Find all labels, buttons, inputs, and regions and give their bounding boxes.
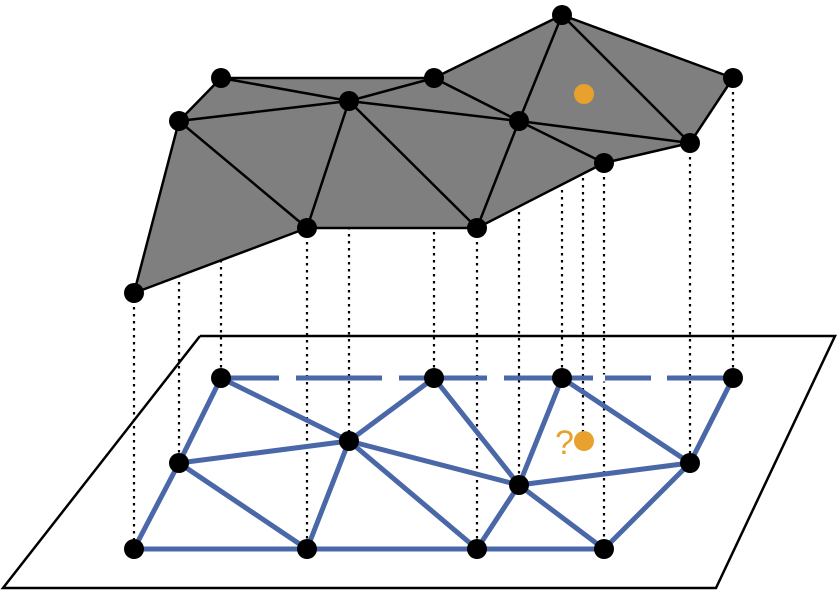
surface-edge [560, 13, 692, 145]
surface-edge [219, 76, 351, 103]
mesh-edge [346, 438, 480, 552]
mesh-edge [176, 375, 224, 466]
surface-edge [517, 119, 692, 145]
surface-vertex [424, 68, 444, 88]
surface-vertex [680, 133, 700, 153]
surface-edge [517, 119, 606, 165]
surface-vertex [552, 5, 572, 25]
surface-edge [517, 13, 564, 123]
mesh-vertex [211, 368, 231, 388]
mesh-edge [176, 438, 352, 466]
mesh-edge [176, 460, 310, 552]
surface-edge [305, 99, 351, 230]
mesh-vertex [723, 368, 743, 388]
mesh-vertex [339, 431, 359, 451]
mesh-vertex [124, 539, 144, 559]
mesh-vertices [124, 368, 743, 559]
surface-edge [475, 119, 521, 230]
surface-vertex [339, 91, 359, 111]
query-point-base [574, 431, 594, 451]
mesh-edge [516, 375, 565, 488]
ground-plane [0, 334, 837, 590]
mesh-vertex [509, 475, 529, 495]
mesh-edge [304, 438, 352, 552]
mesh-edge [346, 375, 437, 444]
surface-edge [177, 99, 351, 123]
mesh-edge [218, 375, 352, 444]
mesh-edge [687, 375, 736, 466]
mesh-edge [516, 460, 693, 488]
mesh-edge [516, 482, 607, 552]
surface-vertex [509, 111, 529, 131]
mesh-edge [559, 375, 693, 466]
mesh-vertex [680, 453, 700, 473]
surface-vertex [169, 111, 189, 131]
surface-vertex [297, 218, 317, 238]
mesh-vertex [467, 539, 487, 559]
surface-edge [347, 76, 436, 103]
surface-edge [432, 76, 521, 123]
mesh-vertex [594, 539, 614, 559]
base-mesh [131, 375, 736, 552]
surface-edge [177, 119, 309, 230]
surface-fill [132, 13, 735, 295]
surface-vertex [467, 218, 487, 238]
surface-vertex [594, 153, 614, 173]
surface-vertex [723, 68, 743, 88]
surface-vertex [124, 283, 144, 303]
terrain-surface [132, 13, 735, 295]
mesh-edge [431, 375, 522, 488]
surface-edge [347, 99, 479, 230]
surface-vertices [124, 5, 743, 303]
mesh-edge [601, 460, 693, 552]
mesh-vertex [424, 368, 444, 388]
mesh-vertex [297, 539, 317, 559]
query-points [574, 84, 594, 451]
query-label: ? [555, 424, 574, 462]
mesh-edge [131, 460, 182, 552]
query-point-surface [574, 84, 594, 104]
mesh-edge [346, 438, 522, 488]
mesh-vertex [552, 368, 572, 388]
plane-outline [0, 334, 837, 590]
mesh-edge [474, 482, 522, 552]
surface-edge [347, 99, 521, 123]
surface-vertex [211, 68, 231, 88]
surface-edges [177, 13, 692, 230]
mesh-vertex [169, 453, 189, 473]
